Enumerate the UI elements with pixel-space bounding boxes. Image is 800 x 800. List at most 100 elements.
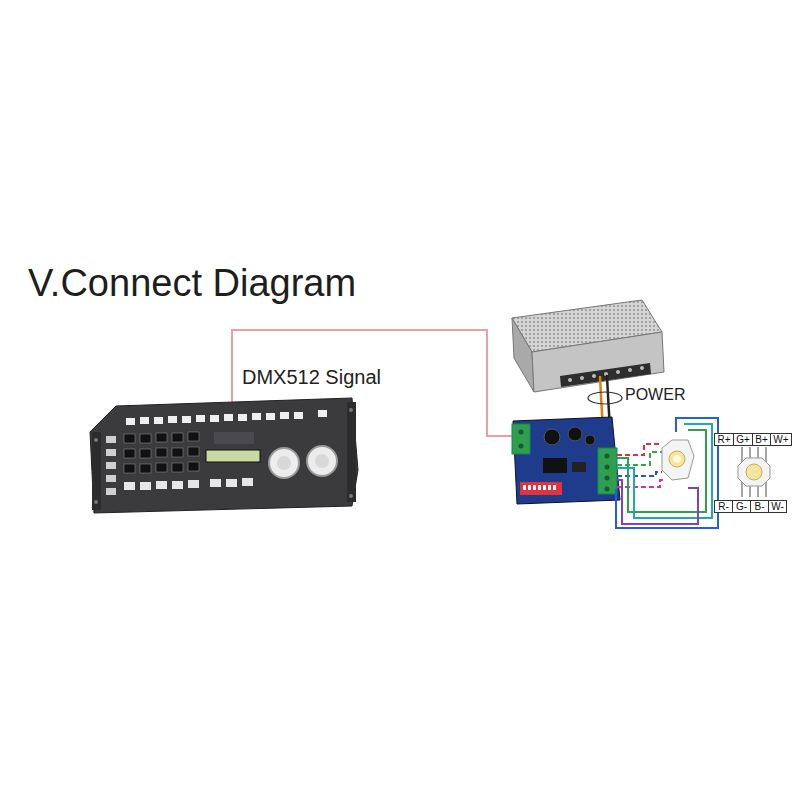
dmx-decoder-part: [512, 424, 530, 454]
dmx-decoder-part: [598, 448, 617, 494]
pin-name: R-: [718, 501, 729, 512]
power-supply-part-part: [628, 368, 632, 372]
dmx-console-part-part: [188, 462, 199, 471]
dmx-decoder-part: [572, 462, 586, 472]
dmx-console-part-part: [140, 449, 151, 458]
dmx-console-part-part: [266, 413, 275, 420]
rgbw-led: [662, 440, 694, 480]
dmx-console-part-part: [196, 415, 205, 422]
dmx-decoder-part-part: [548, 485, 551, 490]
dmx-console-part: [94, 500, 98, 504]
dmx-console-part: [307, 446, 337, 476]
led-pin-icon-part: [738, 458, 770, 486]
dmx-console-part-part: [140, 417, 149, 424]
dmx-console-part-part: [124, 434, 135, 443]
led-pin-icon-part-part: [765, 447, 767, 462]
dmx-console-part-part: [318, 410, 327, 417]
dmx-decoder-part-part: [519, 430, 524, 435]
dmx-console-part: [277, 456, 291, 470]
dmx-console-part-part: [172, 481, 183, 489]
led-wires-part: [616, 418, 718, 528]
dmx-console-part-part: [168, 416, 177, 423]
dmx-console-part: [349, 408, 353, 412]
dmx-console-part: [106, 436, 116, 495]
rgbw-led-part: [669, 451, 685, 467]
led-wires-part: [617, 472, 662, 476]
power-supply-part-part: [592, 374, 596, 378]
dmx-console-part-part: [156, 463, 167, 472]
dmx-console-part: [349, 494, 353, 498]
rgbw-led-part: [673, 455, 681, 463]
dmx-console-part-part: [294, 412, 303, 419]
pin-name: B-: [755, 501, 765, 512]
dmx-decoder-part-part: [528, 485, 531, 490]
power-supply-part: [512, 318, 534, 392]
dmx-decoder-part: [543, 458, 567, 473]
dmx-console-part-part: [126, 418, 135, 425]
led-wires: [616, 418, 718, 528]
dmx-decoder-part-part: [605, 465, 610, 470]
rgbw-led-part: [662, 440, 694, 480]
dmx-decoder-part-part: [533, 485, 536, 490]
dmx-console-part-part: [106, 488, 116, 495]
dmx-decoder-part-part: [519, 444, 524, 449]
diagram-title: V.Connect Diagram: [28, 262, 356, 305]
pin-name: W+: [773, 434, 788, 445]
dmx-decoder-part: [544, 429, 560, 445]
dmx-console-part: [315, 454, 329, 468]
dmx-console-part-part: [124, 482, 135, 490]
dmx-decoder-part: [520, 482, 562, 495]
pin-name: G+: [736, 434, 750, 445]
dmx-decoder-part-part: [538, 485, 541, 490]
dmx-console-part: [94, 438, 98, 442]
led-wires-part: [617, 480, 666, 487]
pin-label-box: W-: [768, 500, 787, 513]
power-supply-part: [532, 332, 664, 392]
dmx-decoder-part: [513, 417, 620, 504]
dmx-decoder-part: [523, 485, 556, 490]
dmx-console-part-part: [182, 416, 191, 423]
dmx-console-part-part: [210, 479, 221, 487]
led-wires-part: [617, 480, 698, 524]
power-label: POWER: [623, 386, 687, 404]
dmx-console-part-part: [156, 481, 167, 489]
dmx-decoder-part-part: [605, 454, 610, 459]
led-pin-icon-part-part: [741, 447, 743, 462]
dmx-decoder-part-part: [543, 485, 546, 490]
dmx-console-part-part: [140, 482, 151, 490]
dmx-console-part-part: [188, 447, 199, 456]
dmx-console: [90, 398, 358, 513]
pin-label-box: G+: [733, 433, 753, 446]
pin-name: W-: [771, 501, 784, 512]
dmx-console-part-part: [238, 414, 247, 421]
dmx-console-part-part: [172, 433, 183, 442]
power-wires-part: [588, 392, 622, 404]
dmx-console-part-part: [156, 448, 167, 457]
dmx-console-part-part: [252, 413, 261, 420]
dmx-console-part-part: [106, 475, 116, 482]
led-pin-icon-part: [742, 447, 766, 497]
power-supply-part: [560, 363, 651, 387]
dmx-console-part: [92, 432, 101, 510]
signal-label: DMX512 Signal: [240, 366, 383, 389]
dmx-decoder-part-part: [523, 485, 526, 490]
power-supply-part-part: [568, 378, 572, 382]
pin-label-box: R-: [714, 500, 733, 513]
dmx-decoder-part: [585, 435, 595, 445]
dmx-console-part-part: [106, 436, 116, 443]
power-supply-part-part: [640, 366, 644, 370]
dmx-console-part: [90, 398, 358, 513]
dmx-console-part-part: [124, 449, 135, 458]
led-pin-icon-part-part: [765, 482, 767, 497]
dmx-console-part-part: [242, 478, 253, 486]
dmx-console-part-part: [210, 415, 219, 422]
led-pin-icon: [738, 447, 770, 497]
dmx-console-part-part: [224, 414, 233, 421]
dmx-console-part-part: [140, 434, 151, 443]
led-pin-icon-part: [746, 464, 762, 480]
dmx-decoder-part-part: [605, 476, 610, 481]
dmx-decoder-part-part: [553, 485, 556, 490]
pin-label-box: B+: [752, 433, 771, 446]
dmx-decoder-part-part: [605, 487, 610, 492]
